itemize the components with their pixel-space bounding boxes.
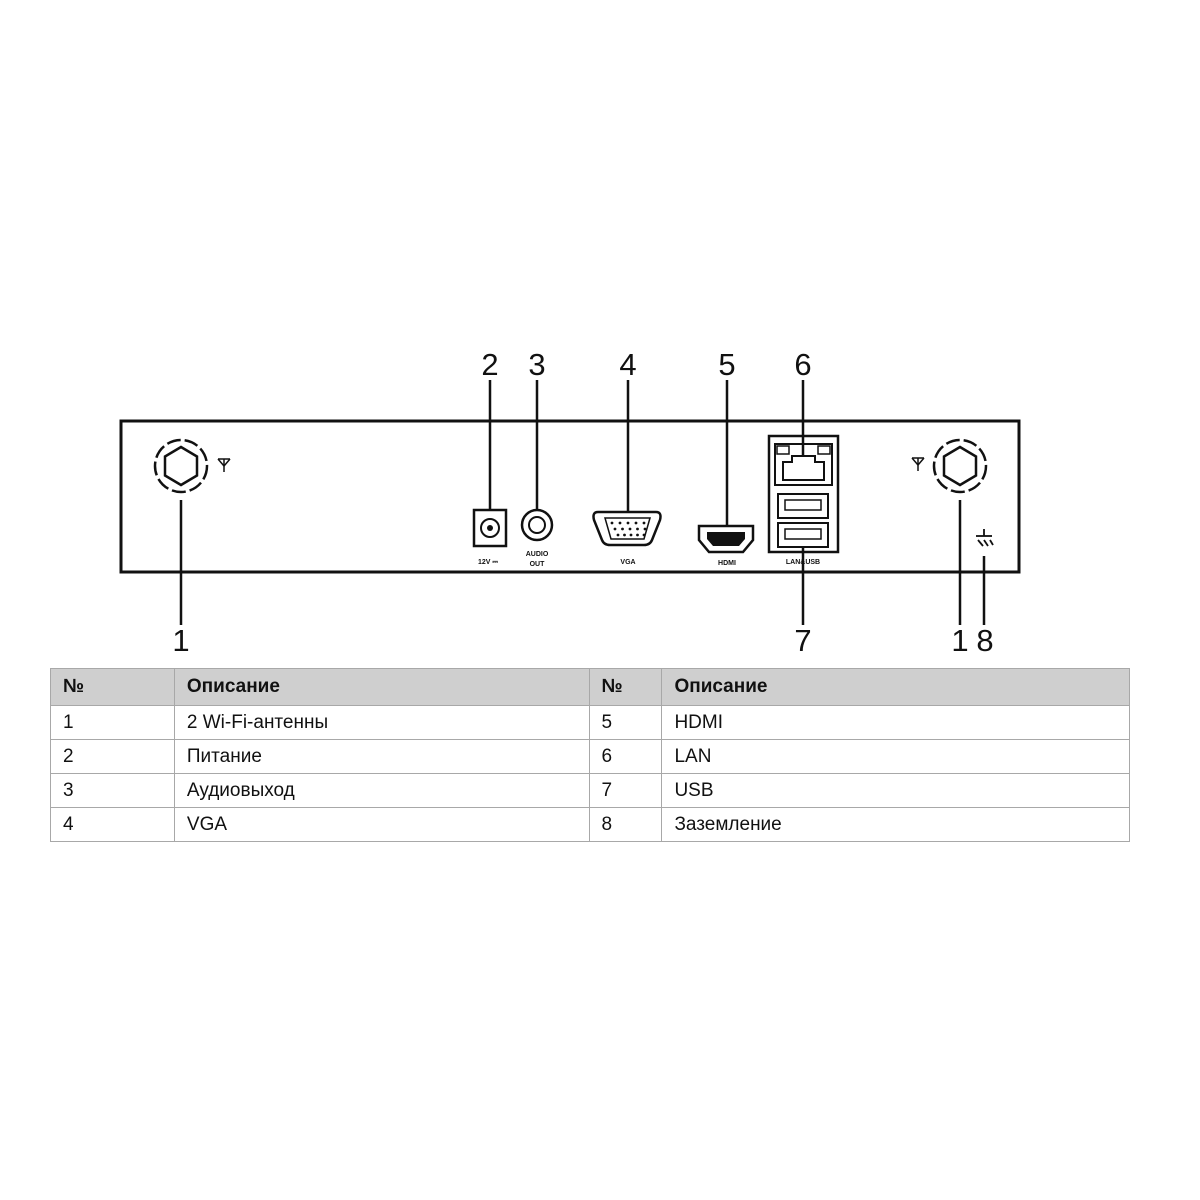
- table-cell: Заземление: [661, 807, 1130, 842]
- antenna-connector-left: [153, 438, 209, 494]
- leader-lines: [179, 380, 986, 625]
- table-cell: Питание: [173, 739, 590, 774]
- table-cell: 7: [588, 773, 663, 808]
- header-description: Описание: [173, 668, 590, 706]
- vga-pin: [642, 521, 646, 525]
- antenna-icon: [911, 457, 925, 471]
- table-cell: 3: [50, 773, 175, 808]
- table-cell: 2 Wi-Fi-антенны: [173, 705, 590, 740]
- vga-pin: [616, 533, 620, 537]
- vga-pins: [610, 521, 647, 537]
- callout-number: 7: [794, 623, 811, 658]
- table-cell: LAN: [661, 739, 1130, 774]
- vga-pin: [623, 533, 626, 537]
- audio-out-label: OUT: [530, 561, 546, 568]
- vga-pin: [626, 521, 630, 525]
- table-cell: 4: [50, 807, 175, 842]
- table-cell: VGA: [173, 807, 590, 842]
- table-cell: 8: [588, 807, 663, 842]
- vga-pin: [643, 527, 647, 531]
- connector-table: № Описание № Описание 1 2 Wi-Fi-антенны …: [50, 668, 1130, 842]
- table-cell: Аудиовыход: [173, 773, 590, 808]
- callout-number: 3: [528, 347, 545, 382]
- table-cell: 2: [50, 739, 175, 774]
- vga-pin: [613, 527, 617, 531]
- callout-number: 5: [718, 347, 735, 382]
- table-row: 4 VGA 8 Заземление: [50, 807, 1130, 842]
- vga-pin: [636, 527, 639, 531]
- table-row: 1 2 Wi-Fi-антенны 5 HDMI: [50, 705, 1130, 740]
- callout-number: 6: [794, 347, 811, 382]
- table-cell: 5: [588, 705, 663, 740]
- table-row: 2 Питание 6 LAN: [50, 739, 1130, 774]
- hdmi-port-label: HDMI: [718, 560, 736, 567]
- callout-number: 2: [481, 347, 498, 382]
- hdmi-port: [697, 524, 755, 554]
- callout-number: 4: [619, 347, 636, 382]
- vga-pin: [618, 521, 622, 525]
- header-number: №: [50, 668, 175, 706]
- header-description: Описание: [661, 668, 1130, 706]
- table-cell: USB: [661, 773, 1130, 808]
- table-cell: HDMI: [661, 705, 1130, 740]
- vga-pin: [621, 527, 624, 531]
- vga-port: [592, 510, 662, 547]
- vga-pin: [628, 527, 632, 531]
- vga-pin: [610, 521, 614, 525]
- power-port-label: 12V ⎓: [478, 559, 498, 566]
- antenna-icon: [217, 458, 231, 472]
- device-chassis: [119, 419, 1021, 574]
- table-cell: 6: [588, 739, 663, 774]
- usb-port-upper: [777, 493, 829, 519]
- vga-pin: [642, 533, 646, 537]
- antenna-connector-right: [932, 438, 988, 494]
- header-number: №: [588, 668, 663, 706]
- table-row: 3 Аудиовыход 7 USB: [50, 773, 1130, 808]
- vga-pin: [636, 533, 639, 537]
- vga-pin: [629, 533, 633, 537]
- callout-number: 1: [172, 623, 189, 658]
- table-cell: 1: [50, 705, 175, 740]
- ground-icon: [976, 529, 994, 547]
- callout-number: 1: [951, 623, 968, 658]
- table-header-row: № Описание № Описание: [50, 668, 1130, 706]
- vga-port-label: VGA: [620, 559, 635, 566]
- vga-pin: [634, 521, 638, 525]
- callout-number: 8: [976, 623, 993, 658]
- audio-out-label: AUDIO: [526, 551, 549, 558]
